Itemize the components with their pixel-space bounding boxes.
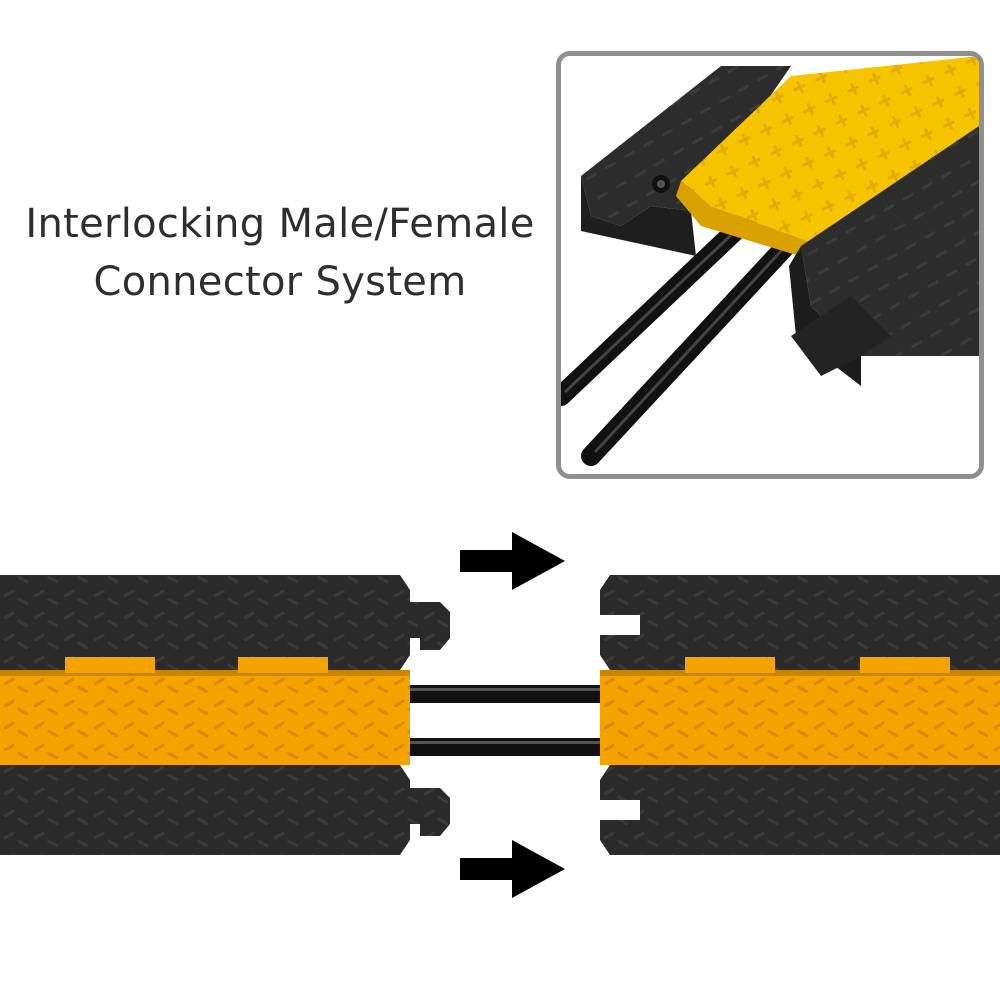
caption-line-1: Interlocking Male/Female — [25, 201, 535, 247]
arrow-right-icon — [460, 840, 565, 898]
cable — [395, 685, 625, 703]
left-ramp-section — [0, 575, 450, 855]
ramp-connection-diagram — [0, 520, 1000, 1004]
caption-line-2: Connector System — [93, 259, 467, 305]
cable — [395, 738, 625, 756]
feature-caption: Interlocking Male/Female Connector Syste… — [0, 195, 560, 311]
arrow-right-icon — [460, 532, 565, 590]
right-ramp-section — [600, 575, 1000, 855]
connector-closeup-photo — [556, 51, 984, 479]
